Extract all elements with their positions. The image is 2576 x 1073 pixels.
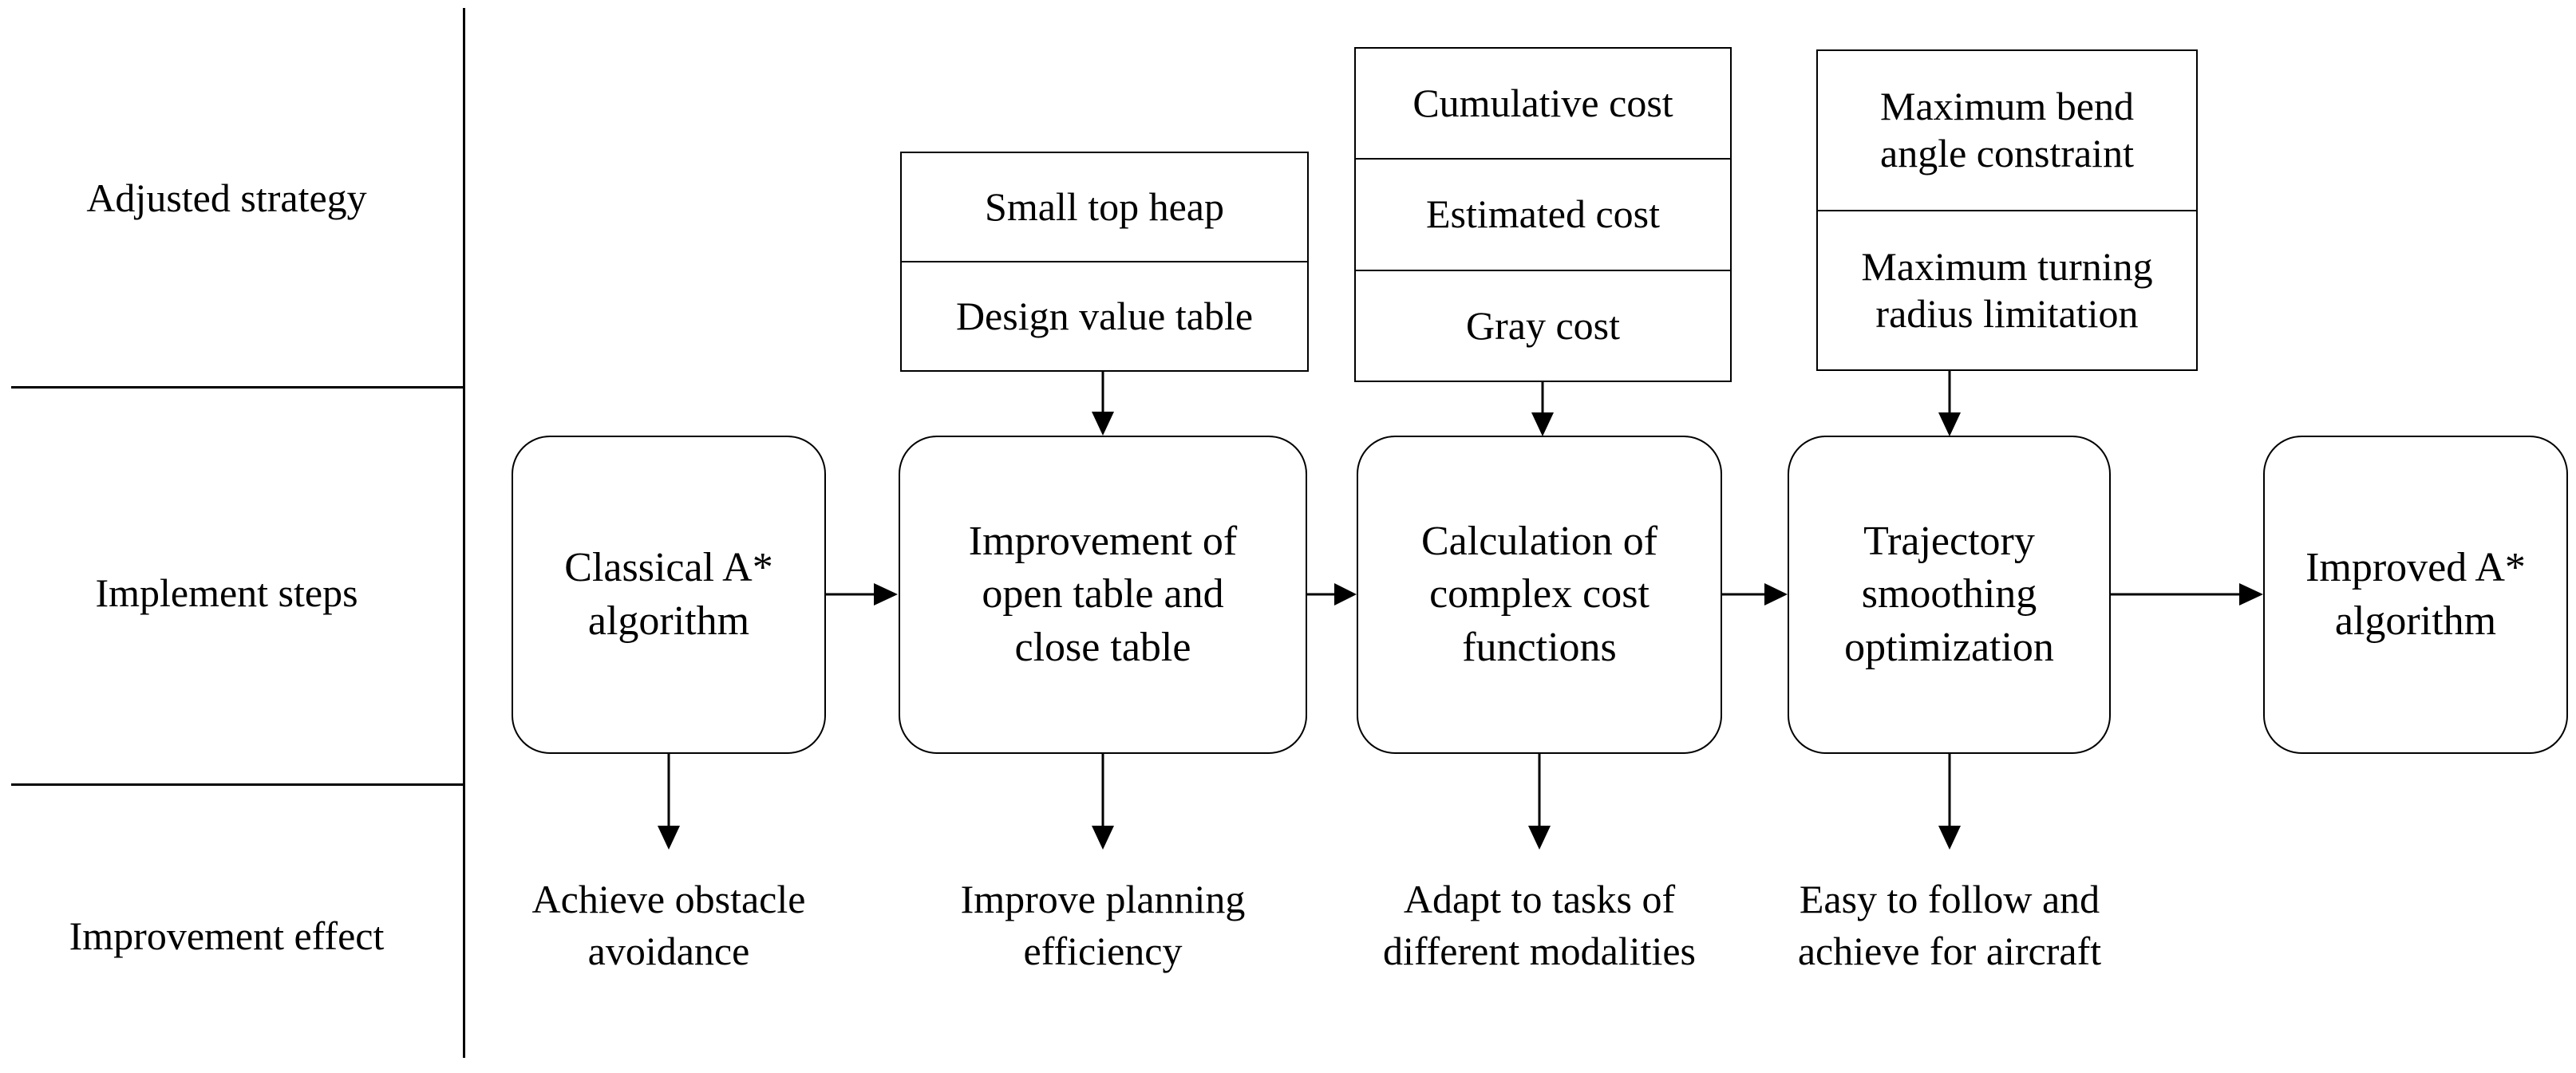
- arrow-classical-to-improve-table: [826, 576, 899, 613]
- effect-aircraft-feasibility: Easy to follow and achieve for aircraft: [1797, 877, 2102, 973]
- strategy-item-max-turning-radius: Maximum turning radius limitation: [1861, 243, 2153, 336]
- row-label-implement-steps: Implement steps: [95, 570, 358, 615]
- arrow-constraints-to-trajectory: [1934, 371, 1981, 438]
- arrow-cost-functions-to-task-modalities: [1523, 754, 1571, 851]
- strategy-group-trajectory-constraints: Maximum bend angle constraint Maximum tu…: [1816, 49, 2198, 371]
- row-label-adjusted-strategy: Adjusted strategy: [86, 176, 367, 220]
- step-improve-open-close-table[interactable]: Improvement of open table and close tabl…: [899, 436, 1307, 754]
- strategy-item-estimated-cost: Estimated cost: [1356, 160, 1730, 271]
- arrow-heap-to-open-close-table: [1087, 372, 1135, 437]
- row-label-improvement-effect: Improvement effect: [69, 913, 385, 958]
- arrow-improve-table-to-planning-efficiency: [1087, 754, 1135, 851]
- strategy-item-gray-cost: Gray cost: [1466, 302, 1620, 348]
- step-improved-a-star[interactable]: Improved A* algorithm: [2263, 436, 2568, 754]
- strategy-group-cost-functions: Cumulative cost Estimated cost Gray cost: [1354, 47, 1732, 382]
- arrow-improve-table-to-cost-functions: [1307, 576, 1358, 613]
- arrow-cost-functions-to-trajectory: [1722, 576, 1789, 613]
- row-divider-strategy-steps: [11, 386, 465, 389]
- strategy-item-small-top-heap: Small top heap: [902, 153, 1307, 262]
- effect-task-modalities: Adapt to tasks of different modalities: [1382, 877, 1697, 973]
- step-classical-a-star[interactable]: Classical A* algorithm: [512, 436, 826, 754]
- row-divider-steps-effect: [11, 783, 465, 786]
- effect-planning-efficiency: Improve planning efficiency: [960, 877, 1246, 973]
- arrow-classical-to-obstacle-avoidance: [653, 754, 701, 851]
- step-trajectory-smoothing[interactable]: Trajectory smoothing optimization: [1788, 436, 2111, 754]
- effect-obstacle-avoidance: Achieve obstacle avoidance: [531, 877, 806, 973]
- arrow-cost-to-cost-functions: [1527, 382, 1574, 438]
- strategy-item-design-value-table: Design value table: [955, 294, 1254, 338]
- arrow-trajectory-to-aircraft-feasibility: [1934, 754, 1981, 851]
- strategy-group-open-close-table: Small top heap Design value table: [900, 152, 1309, 372]
- category-axis-vertical-rule: [463, 8, 465, 1058]
- strategy-item-max-bend-angle: Maximum bend angle constraint: [1818, 51, 2196, 211]
- step-calculate-cost-functions[interactable]: Calculation of complex cost functions: [1357, 436, 1722, 754]
- arrow-trajectory-to-improved-a-star: [2111, 576, 2265, 613]
- strategy-item-cumulative-cost: Cumulative cost: [1356, 49, 1730, 160]
